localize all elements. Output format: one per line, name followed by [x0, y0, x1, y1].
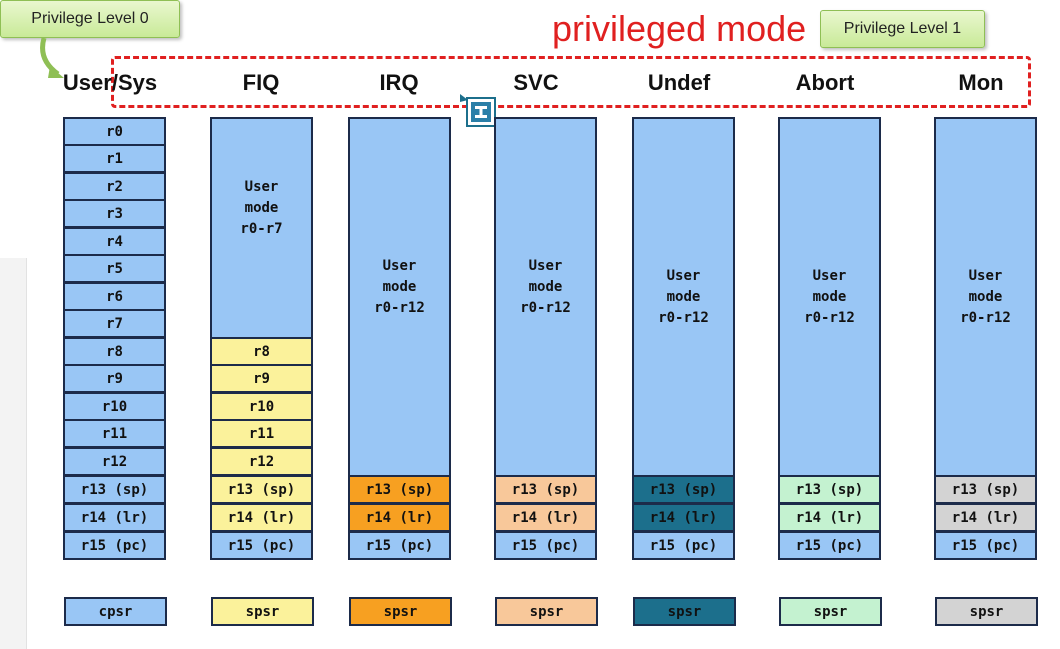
undef-spsr-register: spsr: [633, 597, 736, 626]
undef-banked-register: r13 (sp): [632, 475, 735, 504]
undef-pc-register: r15 (pc): [632, 531, 735, 560]
irq-spsr-register: spsr: [349, 597, 452, 626]
privilege-level-0-callout: Privilege Level 0: [0, 0, 180, 38]
logo-icon: [460, 94, 496, 127]
mon-spsr-register: spsr: [935, 597, 1038, 626]
fiq-spsr-register: spsr: [211, 597, 314, 626]
column-title-irq: IRQ: [379, 70, 419, 95]
mon-banked-register: r14 (lr): [934, 503, 1037, 532]
fiq-banked-register: r12: [210, 447, 313, 476]
fiq-banked-register: r9: [210, 364, 313, 393]
undef-banked-register: r14 (lr): [632, 503, 735, 532]
usersys-register: r1: [63, 144, 166, 173]
usersys-register: r11: [63, 419, 166, 448]
privilege-level-0-label: Privilege Level 0: [31, 10, 149, 27]
abort-shared-user-registers: User mode r0-r12: [778, 117, 881, 477]
column-title-abort: Abort: [795, 70, 855, 95]
irq-pc-register: r15 (pc): [348, 531, 451, 560]
column-title-svc: SVC: [513, 70, 559, 95]
column-title-undef: Undef: [647, 70, 711, 95]
fiq-banked-register: r10: [210, 392, 313, 421]
usersys-register: r13 (sp): [63, 475, 166, 504]
irq-banked-register: r14 (lr): [348, 503, 451, 532]
column-title-fiq: FIQ: [242, 70, 280, 95]
usersys-register: r15 (pc): [63, 531, 166, 560]
irq-shared-user-registers: User mode r0-r12: [348, 117, 451, 477]
usersys-register: r5: [63, 254, 166, 283]
usersys-register: r8: [63, 337, 166, 366]
undef-shared-user-registers: User mode r0-r12: [632, 117, 735, 477]
abort-banked-register: r14 (lr): [778, 503, 881, 532]
usersys-register: r0: [63, 117, 166, 146]
svc-banked-register: r13 (sp): [494, 475, 597, 504]
privileged-mode-heading: privileged mode: [552, 8, 807, 49]
irq-banked-register: r13 (sp): [348, 475, 451, 504]
cpsr-register: cpsr: [64, 597, 167, 626]
abort-banked-register: r13 (sp): [778, 475, 881, 504]
svc-pc-register: r15 (pc): [494, 531, 597, 560]
abort-spsr-register: spsr: [779, 597, 882, 626]
curved-arrow-icon: [40, 37, 64, 78]
mon-banked-register: r13 (sp): [934, 475, 1037, 504]
svc-spsr-register: spsr: [495, 597, 598, 626]
fiq-shared-user-registers: User mode r0-r7: [210, 117, 313, 339]
usersys-register: r4: [63, 227, 166, 256]
fiq-pc-register: r15 (pc): [210, 531, 313, 560]
usersys-register: r3: [63, 199, 166, 228]
usersys-register: r9: [63, 364, 166, 393]
mon-shared-user-registers: User mode r0-r12: [934, 117, 1037, 477]
privilege-level-1-callout: Privilege Level 1: [820, 10, 985, 48]
usersys-register: r10: [63, 392, 166, 421]
fiq-banked-register: r13 (sp): [210, 475, 313, 504]
usersys-register: r7: [63, 309, 166, 338]
fiq-banked-register: r11: [210, 419, 313, 448]
usersys-register: r14 (lr): [63, 503, 166, 532]
column-title-mon: Mon: [958, 70, 1004, 95]
fiq-banked-register: r14 (lr): [210, 503, 313, 532]
svc-banked-register: r14 (lr): [494, 503, 597, 532]
mon-pc-register: r15 (pc): [934, 531, 1037, 560]
usersys-register: r2: [63, 172, 166, 201]
privilege-level-1-label: Privilege Level 1: [843, 20, 962, 37]
usersys-register: r12: [63, 447, 166, 476]
svc-shared-user-registers: User mode r0-r12: [494, 117, 597, 477]
column-title-user-sys: User/Sys: [62, 70, 158, 95]
left-edge-panel: [0, 258, 27, 649]
usersys-register: r6: [63, 282, 166, 311]
privileged-mode-box: [111, 56, 1031, 108]
fiq-banked-register: r8: [210, 337, 313, 366]
abort-pc-register: r15 (pc): [778, 531, 881, 560]
